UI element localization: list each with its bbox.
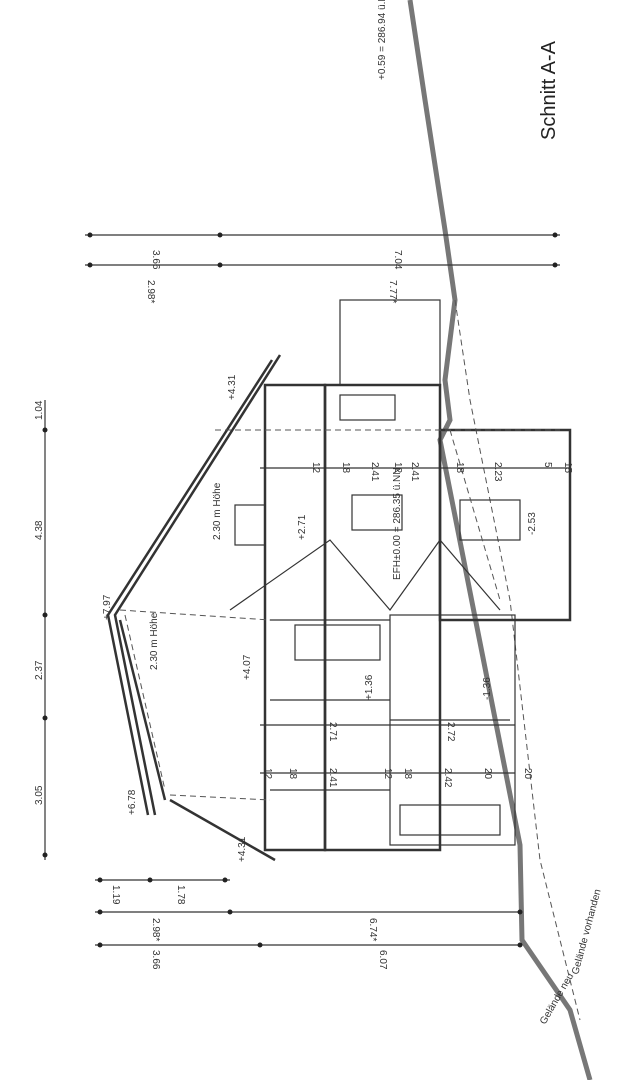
- ground-floor-level: EFH±0.00 = 286.35 ü.NN: [392, 468, 403, 581]
- dim-left: 1.04: [34, 400, 45, 420]
- reference-level: +0.59 = 286.94 ü.NN: [377, 0, 388, 80]
- existing-terrain-line: [454, 299, 581, 1021]
- elevation-label: +4.07: [242, 654, 253, 680]
- dim-left: 3.05: [34, 785, 45, 805]
- row-dim: 2.23: [492, 462, 503, 482]
- upper-wall: [263, 383, 327, 852]
- row-dim: 18: [454, 462, 465, 474]
- dim-bottom: 1.78: [175, 885, 186, 905]
- row-dim: 2.41: [369, 462, 380, 482]
- basement-room: [389, 614, 516, 846]
- dim-bottom: 1.19: [110, 885, 121, 905]
- row-dim: 12: [310, 462, 321, 474]
- elevation-label: -2.53: [527, 512, 538, 535]
- elevation-label: +6.78: [127, 789, 138, 815]
- row-dim: 12: [382, 768, 393, 780]
- dim-left: 4.38: [34, 520, 45, 540]
- roof-outline: [106, 354, 282, 862]
- row-dim: 18: [287, 768, 298, 780]
- window: [351, 494, 403, 531]
- dim-bottom: 2.98*: [150, 918, 161, 941]
- row-dim: 12: [262, 768, 273, 780]
- terrain-line: [407, 0, 593, 1080]
- dim-left: 2.37: [34, 660, 45, 680]
- ground-wall: [323, 383, 442, 852]
- dashed-lines: [119, 429, 560, 801]
- dimension-lines: [44, 234, 570, 946]
- row-dim: 5: [542, 462, 553, 468]
- floor-lines: [229, 539, 510, 791]
- dim-bottom: 3.66: [150, 950, 161, 970]
- dim-bottom: 6.74*: [367, 918, 378, 941]
- drawing-title: Schnitt A-A: [538, 40, 560, 140]
- row-dim: 20: [522, 768, 533, 780]
- row-dim: 12: [392, 462, 403, 474]
- row-dim: 2.41: [409, 462, 420, 482]
- row-dim: 20: [482, 768, 493, 780]
- dim-top-c: 2.98*: [145, 280, 156, 303]
- elevation-label: +7.97: [102, 594, 113, 620]
- dim-bottom: 6.07: [377, 950, 388, 970]
- elevation-label: +2.71: [297, 514, 308, 540]
- row-dim: 2.72: [445, 722, 456, 742]
- terrain-existing-label: Gelände vorhanden: [570, 888, 603, 976]
- window: [339, 394, 396, 421]
- room-height: 2.30 m Höhe: [149, 612, 160, 670]
- row-dim: 18: [340, 462, 351, 474]
- dim-top-b: 7.04: [392, 250, 403, 270]
- row-dim: 18: [402, 768, 413, 780]
- row-dim: 2.41: [327, 768, 338, 788]
- row-dim: 15: [562, 462, 573, 474]
- row-dim: 2.42: [442, 768, 453, 788]
- room-height: 2.30 m Höhe: [212, 482, 223, 540]
- window: [294, 624, 381, 661]
- window: [459, 499, 521, 541]
- dim-top-d: 7.77*: [387, 280, 398, 303]
- row-dim: 2.71: [327, 722, 338, 742]
- dim-top-a: 3.66: [150, 250, 161, 270]
- terrace: [339, 299, 441, 386]
- elevation-label: +4.31: [237, 836, 248, 862]
- window: [399, 804, 501, 836]
- elevation-label: +4.31: [227, 374, 238, 400]
- window: [234, 504, 266, 546]
- elevation-label: +1.36: [364, 674, 375, 700]
- elevation-label: -1.36: [482, 677, 493, 700]
- dimension-ticks: [42, 232, 558, 948]
